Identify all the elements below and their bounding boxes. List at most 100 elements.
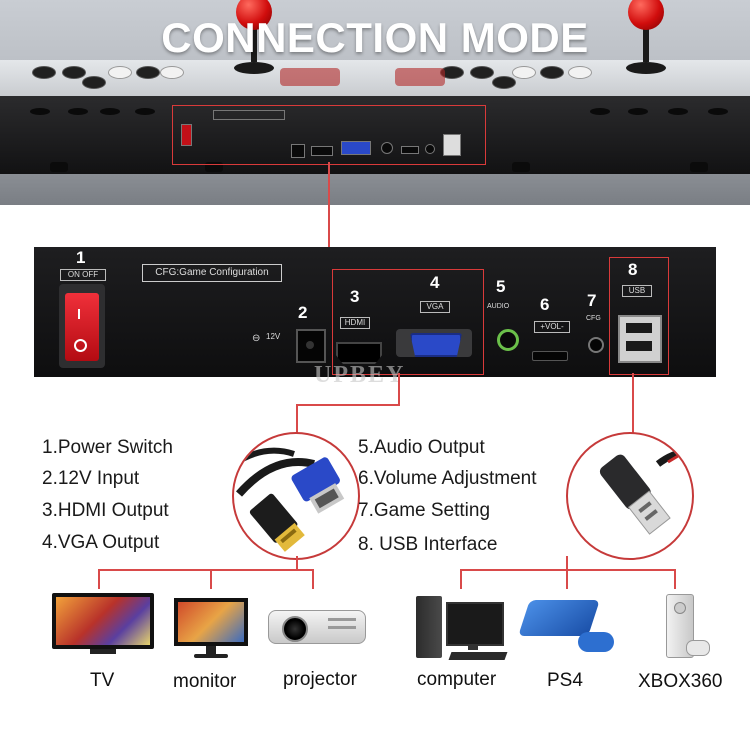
dc-polarity-icon: ⊖: [252, 333, 261, 344]
legend-item: 1.Power Switch: [42, 437, 173, 458]
cfg-label: CFG: [586, 315, 601, 322]
port-number: 2: [298, 303, 308, 322]
port-number: 4: [430, 273, 440, 292]
port-area-highlight: [172, 105, 486, 165]
port-number: 1: [76, 248, 86, 267]
mini-volume-wheel: [401, 146, 419, 154]
mini-usb-port: [443, 134, 461, 156]
monitor-icon: [174, 598, 248, 660]
usb-cable-icon: [599, 449, 692, 535]
console-foot: [512, 162, 530, 172]
screw-bump: [68, 108, 88, 115]
arcade-button: [160, 66, 184, 79]
usb-port: [618, 315, 662, 363]
port-number: 3: [350, 287, 360, 306]
arcade-button: [136, 66, 160, 79]
cfg-button: [588, 337, 604, 353]
usb-cable-circle: [566, 432, 694, 560]
device-label-computer: computer: [417, 669, 497, 690]
connector-line: [296, 404, 298, 434]
arcade-button: [82, 76, 106, 89]
console-art: [395, 68, 445, 86]
screw-bump: [590, 108, 610, 115]
usb-label: USB: [622, 285, 652, 297]
screw-bump: [100, 108, 120, 115]
connector-line: [566, 569, 568, 589]
mini-cfg-label: [213, 110, 285, 120]
connector-line: [460, 569, 462, 589]
page-title: CONNECTION MODE: [161, 14, 589, 61]
connector-line: [632, 373, 634, 433]
cfg-title-label: CFG:Game Configuration: [142, 264, 282, 282]
connector-line: [210, 569, 212, 589]
mini-cfg-button: [425, 144, 435, 154]
arcade-button: [62, 66, 86, 79]
legend-item: 5.Audio Output: [358, 437, 485, 458]
connector-line: [296, 404, 400, 406]
mini-audio-jack: [381, 142, 393, 154]
hdmi-vga-cable-icon: [234, 447, 345, 552]
joystick-ball-icon: [236, 0, 272, 30]
console-foot: [50, 162, 68, 172]
dc-jack: [296, 329, 326, 363]
connector-line: [98, 569, 314, 571]
screw-bump: [668, 108, 688, 115]
port-number: 7: [587, 291, 597, 310]
video-ports-highlight: [332, 269, 484, 375]
audio-jack: [497, 329, 519, 351]
connector-line: [312, 569, 314, 589]
watermark: UPBEY: [314, 362, 406, 388]
tv-icon: [52, 593, 154, 657]
screw-bump: [135, 108, 155, 115]
screw-bump: [30, 108, 50, 115]
xbox360-icon: [660, 594, 710, 664]
port-number: 6: [540, 295, 550, 314]
screw-bump: [628, 108, 648, 115]
connector-line: [328, 162, 330, 248]
mini-hdmi-port: [311, 146, 333, 156]
console-foot: [690, 162, 708, 172]
console-floor: [0, 174, 750, 205]
port-panel: 1 ON OFF CFG:Game Configuration 2 ⊖ 12V …: [34, 247, 716, 377]
arcade-button: [512, 66, 536, 79]
computer-icon: [416, 596, 508, 662]
arcade-button: [492, 76, 516, 89]
arcade-button: [568, 66, 592, 79]
joystick-shaft: [251, 22, 257, 62]
joystick-shaft: [643, 22, 649, 62]
hdmi-port: [336, 342, 382, 364]
arcade-button: [108, 66, 132, 79]
screw-bump: [708, 108, 728, 115]
legend-item: 4.VGA Output: [42, 532, 160, 553]
joystick-base: [234, 62, 274, 74]
volume-wheel: [532, 351, 568, 361]
joystick-ball-icon: [628, 0, 664, 30]
legend-item: 2.12V Input: [42, 468, 140, 489]
console-photo: CONNECTION MODE: [0, 0, 750, 205]
joystick-base: [626, 62, 666, 74]
usb-highlight: [609, 257, 669, 375]
onoff-label: ON OFF: [60, 269, 106, 281]
audio-label: AUDIO: [487, 303, 510, 310]
legend-item: 7.Game Setting: [358, 500, 491, 521]
device-label-ps4: PS4: [547, 670, 583, 691]
ps4-icon: [518, 594, 618, 656]
port-number: 5: [496, 277, 506, 296]
connector-line: [98, 569, 100, 589]
device-label-tv: TV: [90, 670, 115, 691]
legend-item: 3.HDMI Output: [42, 500, 169, 521]
connector-line: [566, 556, 568, 570]
switch-on-mark: [78, 309, 80, 319]
video-cable-circle: [232, 432, 360, 560]
hdmi-label: HDMI: [340, 317, 370, 329]
switch-off-mark: [74, 339, 87, 352]
v12-label: 12V: [266, 332, 281, 341]
projector-icon: [268, 604, 366, 646]
vga-port: [410, 333, 462, 357]
console-foot: [205, 162, 223, 172]
arcade-button: [540, 66, 564, 79]
vga-label: VGA: [420, 301, 450, 313]
connector-line: [296, 556, 298, 570]
mini-vga-port: [341, 141, 371, 155]
device-label-xbox360: XBOX360: [638, 671, 723, 692]
